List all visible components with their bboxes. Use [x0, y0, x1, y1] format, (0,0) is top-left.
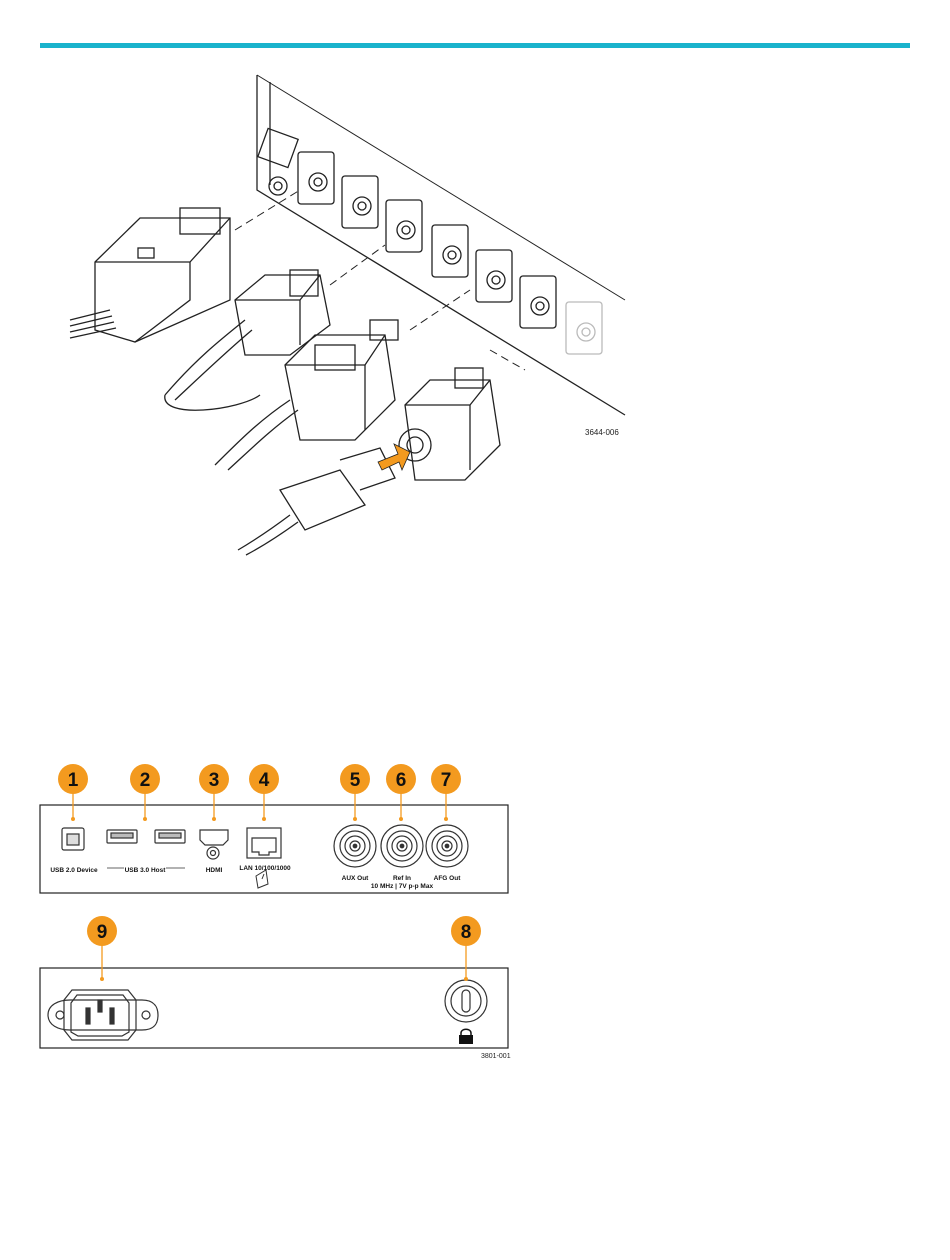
callout-7: 7 — [431, 764, 461, 821]
callout-3: 3 — [199, 764, 229, 821]
usb-device-label: USB 2.0 Device — [50, 867, 98, 874]
network-icon — [256, 870, 268, 888]
callout-5: 5 — [340, 764, 370, 821]
usb-host-port-1 — [107, 830, 137, 843]
svg-text:6: 6 — [396, 770, 407, 791]
afg-out-connector — [426, 825, 468, 867]
callout-4: 4 — [249, 764, 279, 821]
svg-text:7: 7 — [441, 770, 452, 791]
callout-8: 8 — [451, 916, 481, 981]
aux-out-label: AUX Out — [342, 875, 370, 882]
figure-2-id: 3801-001 — [481, 1053, 511, 1060]
ref-in-connector — [381, 825, 423, 867]
callout-6: 6 — [386, 764, 416, 821]
svg-text:1: 1 — [68, 770, 79, 791]
lan-label: LAN 10/100/1000 — [239, 865, 291, 872]
usb-host-port-2 — [155, 830, 185, 843]
svg-text:3: 3 — [209, 770, 220, 791]
svg-text:5: 5 — [350, 770, 361, 791]
svg-text:4: 4 — [259, 770, 270, 791]
aux-out-connector — [334, 825, 376, 867]
svg-text:9: 9 — [97, 922, 108, 943]
callout-1: 1 — [58, 764, 88, 821]
callout-2: 2 — [130, 764, 160, 821]
ref-in-label: Ref In — [393, 875, 411, 882]
lan-port — [247, 828, 281, 858]
afg-out-label: AFG Out — [434, 875, 462, 882]
callout-9: 9 — [87, 916, 117, 981]
hdmi-label: HDMI — [206, 867, 223, 874]
power-inlet — [48, 990, 158, 1040]
ref-in-spec-label: 10 MHz | 7V p-p Max — [371, 883, 434, 890]
hdmi-port — [200, 830, 228, 859]
svg-text:8: 8 — [461, 922, 472, 943]
lock-icon — [459, 1029, 473, 1044]
security-lock-slot — [445, 980, 487, 1022]
svg-text:2: 2 — [140, 770, 151, 791]
usb-device-port — [62, 828, 84, 850]
usb-host-label: USB 3.0 Host — [125, 867, 167, 874]
